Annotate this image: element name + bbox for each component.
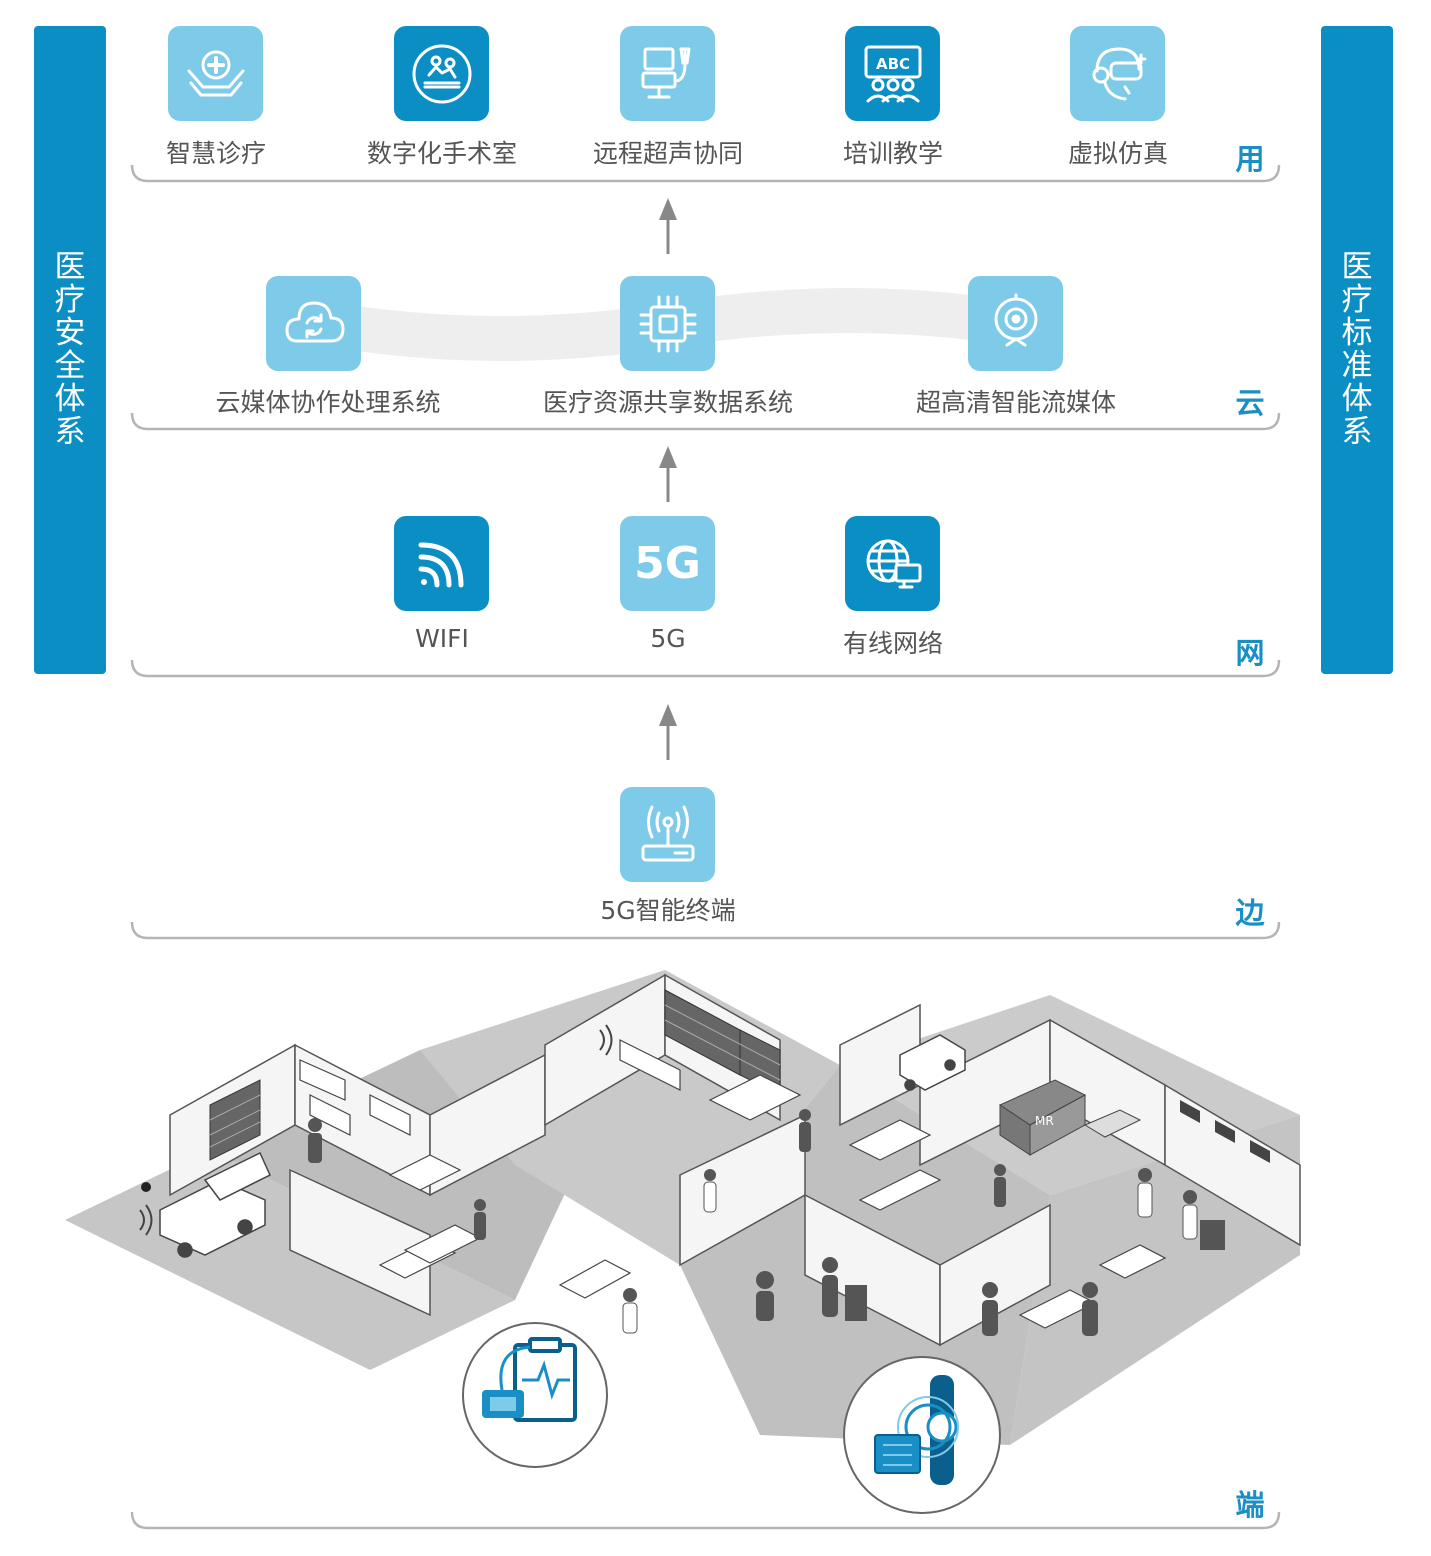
wearable-sensor-badge [843,1356,1001,1514]
net-label: 5G [650,624,686,653]
patient-monitor-badge [462,1322,608,1468]
cloud-tier-line [130,412,1281,431]
webcam-icon [968,276,1063,371]
arrow-up-icon [659,704,677,760]
end-tier-line [130,1511,1281,1530]
mr-machine: MR [998,1079,1142,1156]
globe-monitor-icon [845,516,940,611]
tier-tag-app: 用 [1235,142,1265,176]
app-tier-line [130,164,1281,183]
cloud-sync-icon [266,276,361,371]
hospital-scene: MR [65,970,1301,1514]
abc-training-icon: ABC [845,26,940,121]
ambulance [159,1151,271,1258]
mr-label: MR [1035,1114,1054,1128]
arrow-up-icon [659,198,677,254]
signal-waves-icon [139,1024,613,1236]
5g-icon: 5G [620,516,715,611]
net-label: 有线网络 [842,629,943,658]
edge-tier-line [130,921,1281,940]
standard-system-label: 医疗标准体系 [1341,249,1373,450]
tier-tag-net: 网 [1235,636,1265,670]
medical-hands-icon [168,26,263,121]
edge-label: 5G智能终端 [600,896,736,925]
router-icon [620,787,715,882]
cloud-label: 医疗资源共享数据系统 [542,388,793,417]
cloud-label: 云媒体协作处理系统 [215,388,441,417]
surgery-icon [394,26,489,121]
wifi-icon [394,516,489,611]
app-label: 培训教学 [842,139,943,168]
safety-system-bar: 医疗安全体系 [34,26,106,674]
cloud-label: 超高清智能流媒体 [915,388,1116,417]
chip-icon [620,276,715,371]
app-label: 智慧诊疗 [165,139,266,168]
standard-system-bar: 医疗标准体系 [1321,26,1393,674]
people [308,1109,1225,1336]
safety-system-label: 医疗安全体系 [54,249,86,450]
tier-tag-end: 端 [1235,1488,1265,1522]
app-label: 虚拟仿真 [1067,139,1168,168]
svg-text:ABC: ABC [875,55,909,73]
net-label: WIFI [415,624,469,653]
tier-tag-cloud: 云 [1235,386,1265,420]
net-tier-line [130,659,1281,678]
app-label: 远程超声协同 [592,139,743,168]
arrow-up-icon [659,446,677,502]
app-label: 数字化手术室 [366,139,517,168]
5g-badge: 5G [634,537,701,589]
ambulance-parked [899,1034,966,1091]
tier-tag-edge: 边 [1235,896,1265,930]
vr-headset-icon [1070,26,1165,121]
ultrasound-icon [620,26,715,121]
